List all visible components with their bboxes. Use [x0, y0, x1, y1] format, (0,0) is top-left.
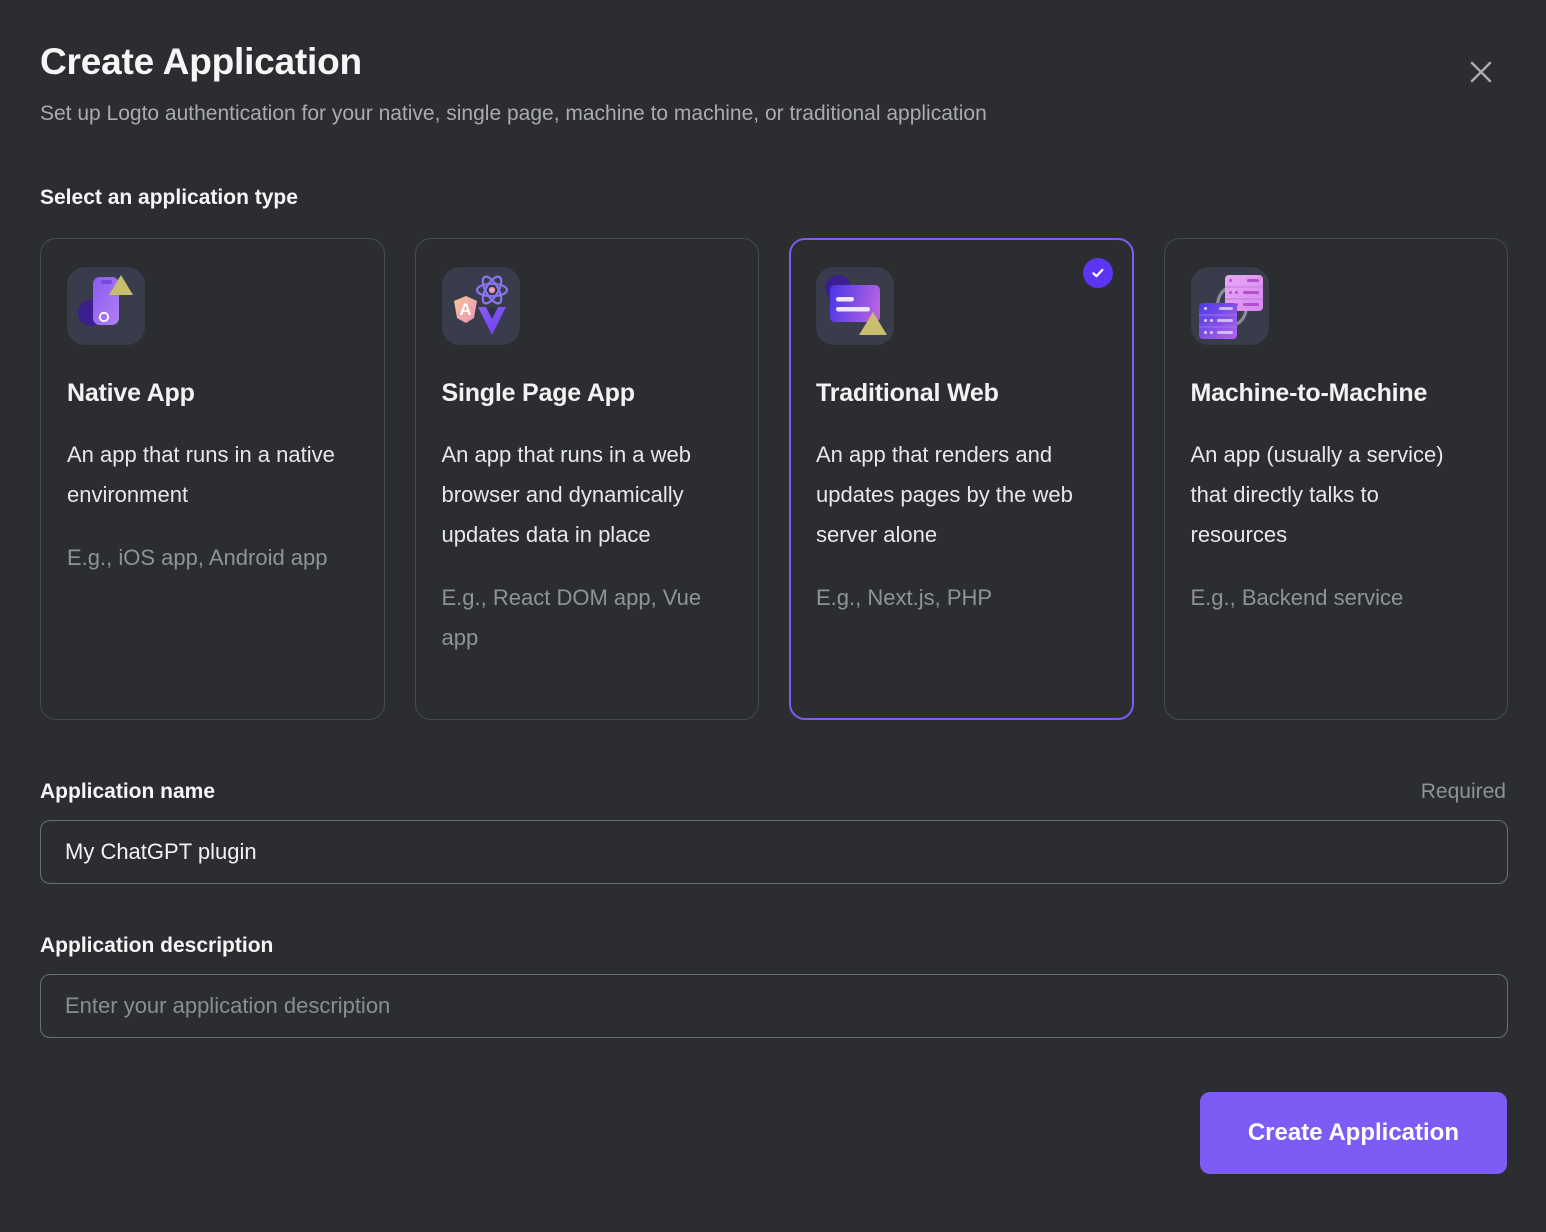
- application-name-header: Application name Required: [40, 780, 1508, 804]
- app-type-example: E.g., Backend service: [1190, 584, 1404, 610]
- section-label: Select an application type: [40, 185, 298, 209]
- svg-text:A: A: [459, 300, 471, 319]
- close-icon: [1466, 57, 1496, 87]
- app-type-description: An app that runs in a native environment: [67, 441, 335, 507]
- dialog-footer: Create Application: [40, 1091, 1508, 1174]
- machine-to-machine-icon: [1190, 266, 1269, 345]
- traditional-web-icon: [816, 266, 894, 345]
- app-type-example: E.g., Next.js, PHP: [816, 584, 993, 610]
- app-type-description: An app (usually a service) that directly…: [1190, 441, 1444, 547]
- application-description-input[interactable]: [40, 973, 1508, 1038]
- app-type-title: Native App: [67, 378, 195, 407]
- app-type-card-traditional-web[interactable]: Traditional Web An app that renders and …: [789, 237, 1134, 720]
- app-type-card-machine-to-machine[interactable]: Machine-to-Machine An app (usually a ser…: [1163, 237, 1508, 720]
- create-application-button[interactable]: Create Application: [1199, 1091, 1507, 1174]
- application-description-label: Application description: [40, 933, 274, 957]
- application-description-header: Application description: [40, 934, 1508, 958]
- app-type-title: Single Page App: [441, 378, 636, 407]
- close-button[interactable]: [1457, 48, 1505, 96]
- dialog-subtitle: Set up Logto authentication for your nat…: [40, 102, 987, 126]
- selected-check-badge: [1082, 257, 1113, 288]
- app-type-example: E.g., iOS app, Android app: [67, 544, 328, 570]
- app-type-card-single-page-app[interactable]: A Single Page App An app that runs in a …: [414, 237, 759, 720]
- application-description-field-block: Application description: [40, 934, 1508, 1038]
- app-type-description: An app that runs in a web browser and dy…: [441, 441, 692, 547]
- application-name-input[interactable]: [40, 819, 1508, 884]
- dialog-header: Create Application Set up Logto authenti…: [40, 40, 1508, 128]
- page-title: Create Application: [40, 41, 362, 82]
- app-type-title: Traditional Web: [816, 378, 999, 407]
- application-name-field-block: Application name Required: [40, 780, 1508, 884]
- required-indicator: Required: [1420, 779, 1506, 803]
- application-name-label: Application name: [40, 779, 216, 803]
- app-type-description: An app that renders and updates pages by…: [816, 441, 1073, 547]
- native-app-icon: [67, 266, 145, 345]
- app-type-title: Machine-to-Machine: [1190, 378, 1428, 407]
- application-type-list: Native App An app that runs in a native …: [40, 237, 1508, 720]
- app-type-example: E.g., React DOM app, Vue app: [441, 584, 702, 650]
- app-type-card-native-app[interactable]: Native App An app that runs in a native …: [40, 237, 385, 720]
- single-page-app-icon: A: [441, 266, 520, 345]
